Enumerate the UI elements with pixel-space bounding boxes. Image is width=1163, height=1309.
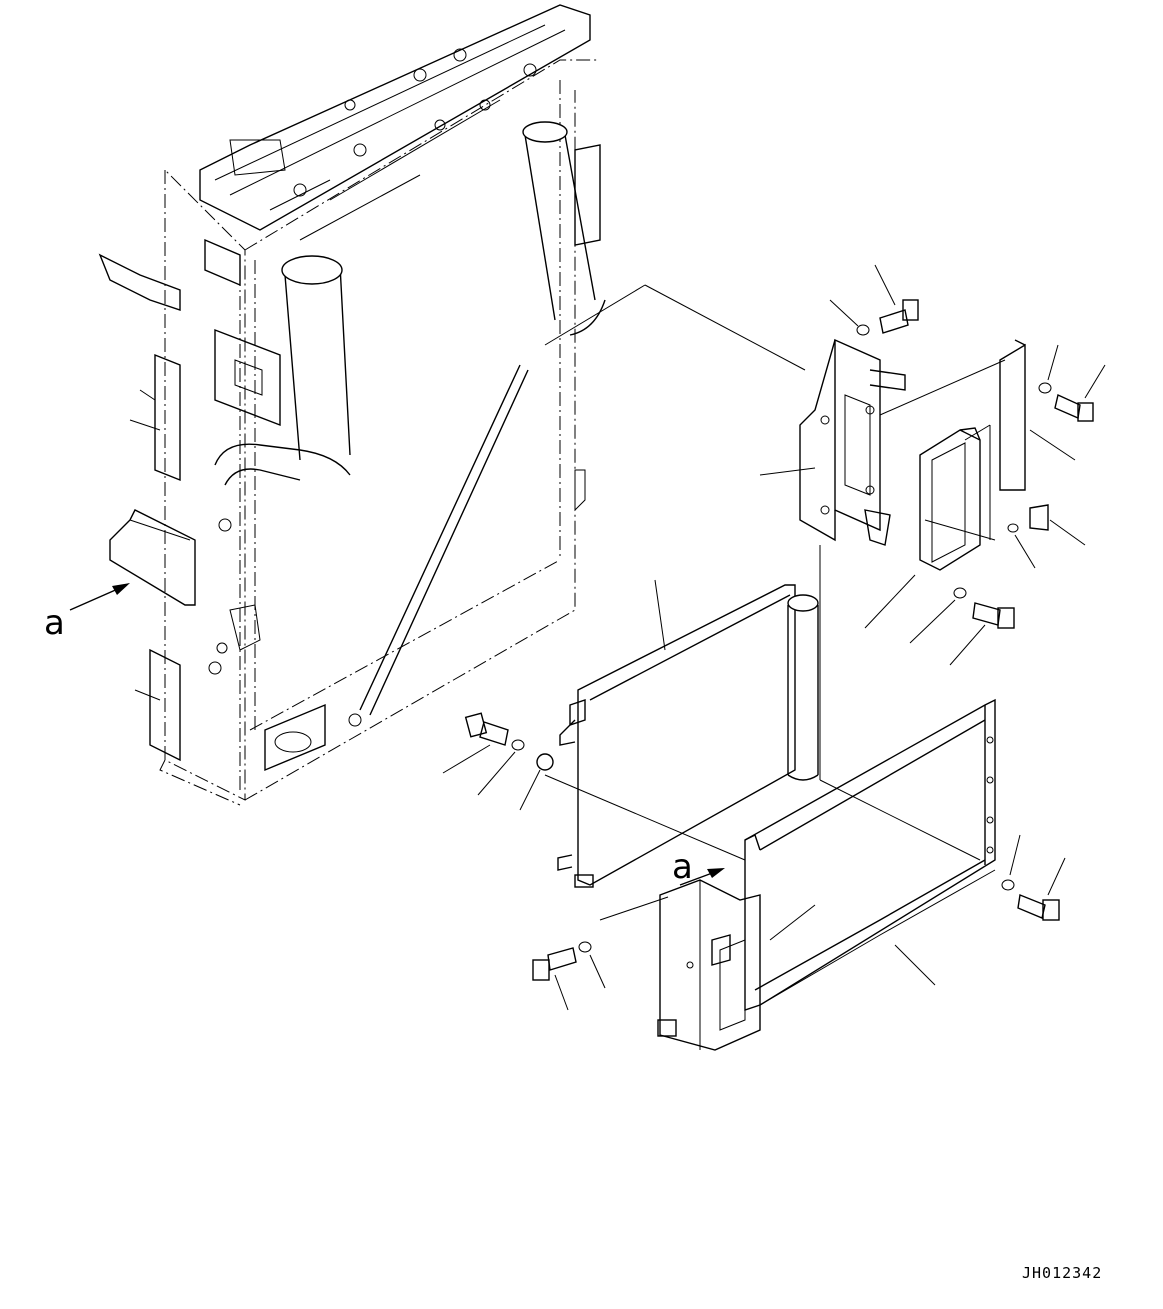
upper-bracket	[759, 338, 906, 546]
radiator-assembly	[98, 4, 606, 806]
view-a-label-bottom: a	[672, 847, 693, 887]
drawing-code: JH012342	[1022, 1264, 1102, 1282]
view-a-arrow-left: a	[44, 583, 130, 643]
view-a-arrow-bottom: a	[672, 847, 725, 887]
bolts-upper	[829, 264, 1106, 666]
bolts-middle	[442, 712, 554, 811]
condenser	[557, 579, 796, 888]
view-a-label-left: a	[44, 603, 65, 643]
condenser-frame	[744, 698, 996, 1011]
receiver-drier	[787, 594, 819, 781]
bolts-lower	[532, 834, 1066, 1011]
oil-cooler	[919, 427, 981, 571]
side-bracket	[657, 879, 816, 1051]
cover-plate	[999, 339, 1026, 491]
